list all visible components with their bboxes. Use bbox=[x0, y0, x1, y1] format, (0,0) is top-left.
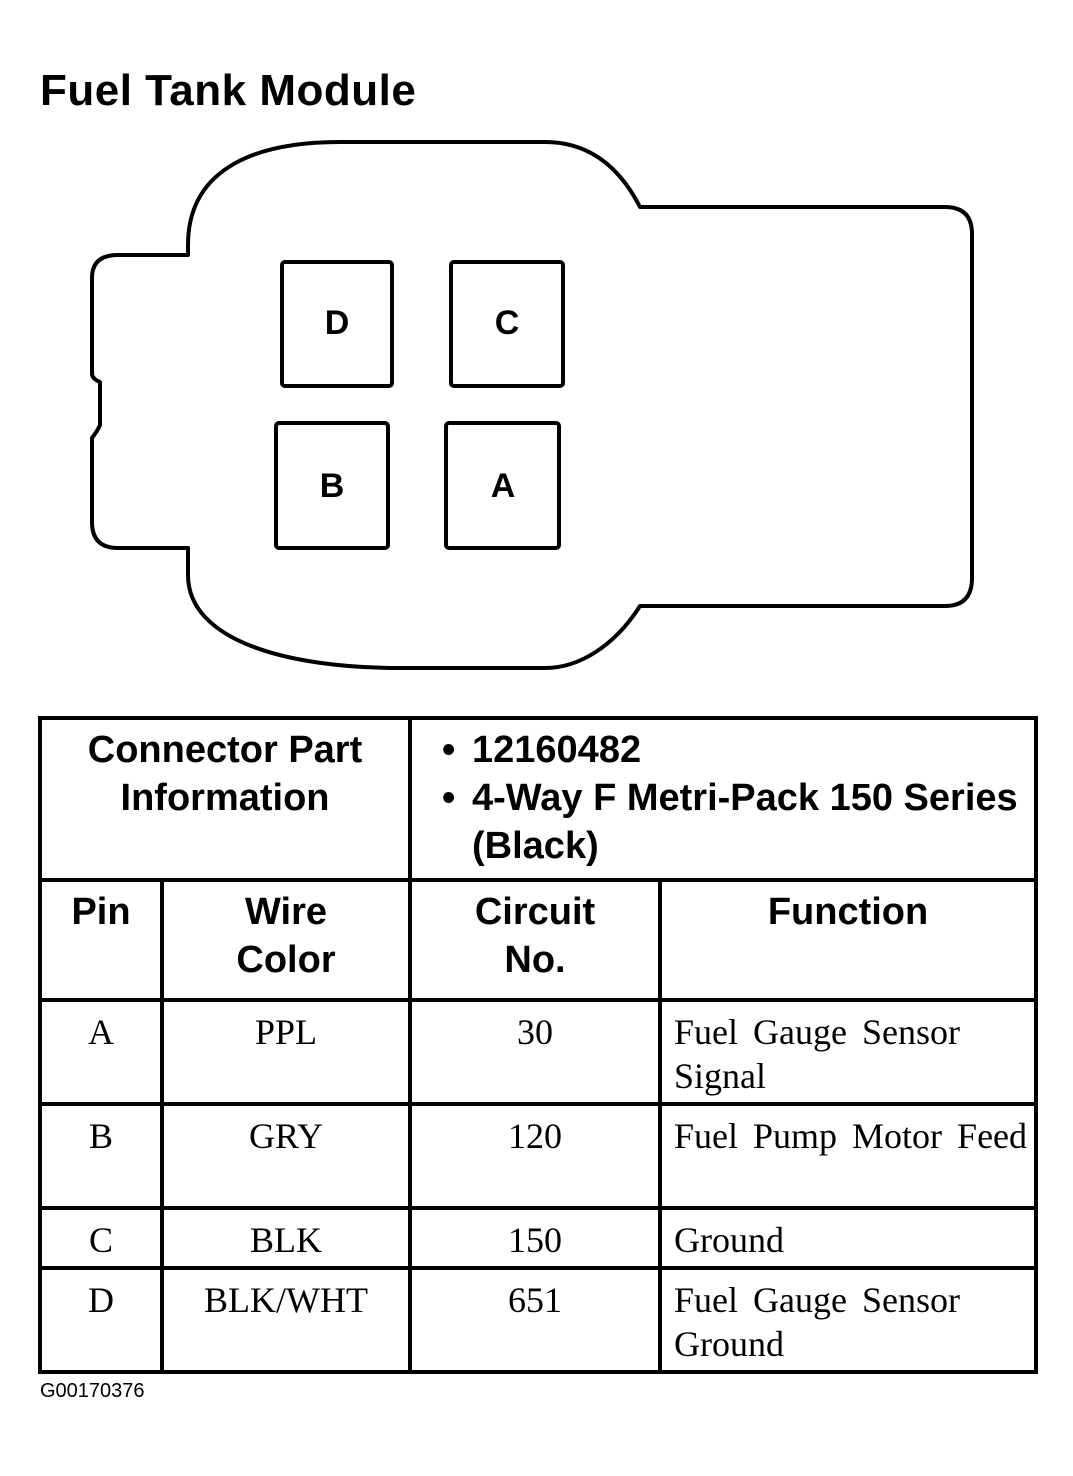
header-function: Function bbox=[658, 878, 1039, 1002]
pin-cavity-a: A bbox=[444, 421, 561, 550]
connector-info-table: Connector Part Information •12160482 •4-… bbox=[37, 716, 1039, 1374]
part-number: •12160482 bbox=[442, 729, 642, 771]
cell-wire-color: GRY bbox=[159, 1102, 413, 1210]
connector-outline bbox=[90, 140, 974, 670]
cell-circuit: 120 bbox=[408, 1102, 663, 1210]
cell-function: Fuel Gauge Sensor Ground bbox=[658, 1266, 1039, 1374]
cell-function: Fuel Gauge Sensor Signal bbox=[658, 998, 1039, 1106]
cell-pin: D bbox=[38, 1266, 164, 1374]
cell-wire-color: BLK/WHT bbox=[159, 1266, 413, 1374]
part-info-row: Connector Part Information •12160482 •4-… bbox=[37, 716, 1039, 882]
table-row: B GRY 120 Fuel Pump Motor Feed bbox=[38, 1102, 1039, 1210]
cell-circuit: 30 bbox=[408, 998, 663, 1106]
pin-cavity-b: B bbox=[274, 421, 390, 550]
cell-wire-color: BLK bbox=[159, 1206, 413, 1270]
table-row: D BLK/WHT 651 Fuel Gauge Sensor Ground bbox=[38, 1266, 1039, 1374]
connector-diagram: D C B A bbox=[90, 140, 974, 670]
page-title: Fuel Tank Module bbox=[40, 66, 417, 115]
pin-label-a: A bbox=[491, 467, 516, 505]
header-pin: Pin bbox=[38, 878, 164, 1002]
cell-pin: A bbox=[38, 998, 164, 1106]
part-description: •4-Way F Metri-Pack 150 Series (Black) bbox=[442, 777, 1018, 867]
cell-circuit: 651 bbox=[408, 1266, 663, 1374]
pin-cavity-d: D bbox=[280, 260, 394, 388]
pin-label-c: C bbox=[495, 304, 520, 342]
cell-function: Ground bbox=[658, 1206, 1039, 1270]
cell-function: Fuel Pump Motor Feed bbox=[658, 1102, 1039, 1210]
pin-cavity-c: C bbox=[449, 260, 565, 388]
cell-circuit: 150 bbox=[408, 1206, 663, 1270]
pin-label-d: D bbox=[325, 304, 350, 342]
table-row: A PPL 30 Fuel Gauge Sensor Signal bbox=[38, 998, 1039, 1106]
table-row: C BLK 150 Ground bbox=[38, 1206, 1039, 1270]
pin-label-b: B bbox=[320, 467, 345, 505]
figure-code: G00170376 bbox=[40, 1380, 145, 1402]
cell-pin: C bbox=[38, 1206, 164, 1270]
part-info-label: Connector Part Information bbox=[37, 716, 413, 882]
part-info-values: •12160482 •4-Way F Metri-Pack 150 Series… bbox=[408, 716, 1039, 882]
cell-wire-color: PPL bbox=[159, 998, 413, 1106]
cell-pin: B bbox=[38, 1102, 164, 1210]
